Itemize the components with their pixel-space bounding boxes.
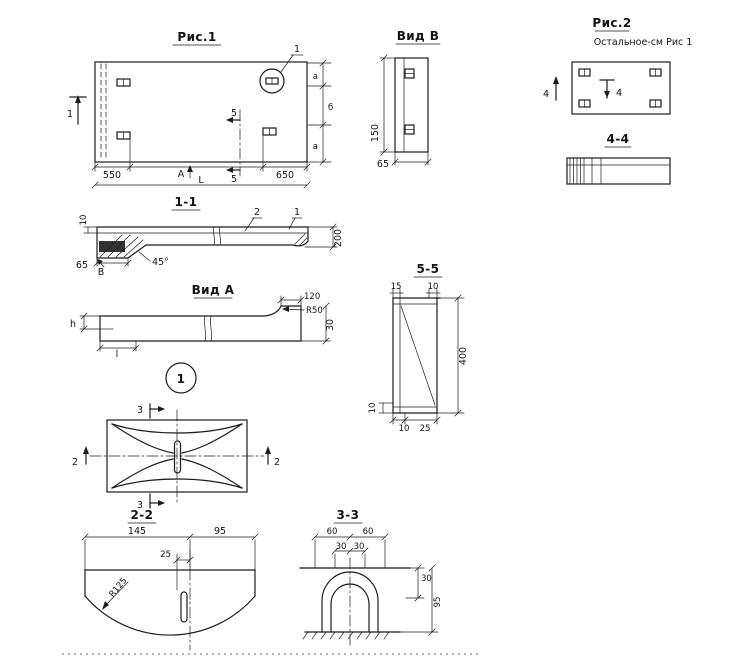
section-1-1-angle-45: 45° xyxy=(152,257,169,268)
detail-callout-label: 1 xyxy=(177,372,186,386)
section-2-2-slot xyxy=(180,591,188,623)
section-1-1-title: 1-1 xyxy=(175,195,198,209)
fig1-view-arrow-A: A xyxy=(178,169,185,180)
fig2-marker4-right: 4 xyxy=(616,88,622,99)
fig2-plan: Рис.2 Остальное-см Рис 1 4 4 xyxy=(543,16,693,115)
fig2-title: Рис.2 xyxy=(592,16,631,30)
view-b-dim-150: 150 xyxy=(370,124,381,142)
fig1-section5-top: 5 xyxy=(231,108,237,119)
section-5-5-dim-15: 15 xyxy=(391,282,402,292)
fig2-subtitle: Остальное-см Рис 1 xyxy=(594,37,693,48)
section-4-4-outline xyxy=(566,157,671,185)
fig2-outline xyxy=(571,61,671,115)
section-2-2-title: 2-2 xyxy=(131,508,154,522)
view-a-outline xyxy=(99,305,302,342)
section-1-1-dim-65: 65 xyxy=(76,260,88,271)
section-1-1-view-B-arrow: В xyxy=(98,267,105,278)
section-3-3-title: 3-3 xyxy=(337,508,360,522)
fig1-dim-650: 650 xyxy=(276,170,294,181)
section-5-5-dim-10-bottom: 10 xyxy=(399,424,410,434)
fig1-callout-label: 1 xyxy=(294,44,300,55)
view-a-title: Вид А xyxy=(192,283,235,297)
view-a-dim-h: h xyxy=(70,319,76,330)
fig1-plan: Рис.1 1 5 5 1 5 xyxy=(67,30,333,189)
view-b-title: Вид В xyxy=(397,29,440,43)
section-3-3-dim-30-side: 30 xyxy=(421,574,432,584)
view-a: Вид А 120 R50 h l 30 xyxy=(70,283,336,360)
detail-marker-2-right: 2 xyxy=(274,457,280,468)
detail-callout-circle xyxy=(259,68,285,94)
section-3-3-dim-60-right: 60 xyxy=(363,527,374,537)
fig1-dim-a-bottom: а xyxy=(313,142,318,152)
detail-marker-2-left: 2 xyxy=(72,457,78,468)
section-2-2-dim-25: 25 xyxy=(160,550,171,560)
section-1-1-outline xyxy=(96,226,309,259)
section-1-1: 1-1 2 1 10 65 В 45° xyxy=(76,195,344,278)
view-b-outline xyxy=(394,57,429,153)
section-1-1-dim-200: 200 xyxy=(333,229,344,247)
section-5-5-dim-10-left: 10 xyxy=(368,403,378,414)
section-1-1-ref-1: 1 xyxy=(294,207,300,218)
section-5-5-dim-25: 25 xyxy=(420,424,431,434)
fig1-view-marker-left: 1 xyxy=(67,109,73,120)
fig1-section5-bottom: 5 xyxy=(231,174,237,185)
section-5-5-dim-10-top: 10 xyxy=(428,282,439,292)
section-3-3-dim-30-left: 30 xyxy=(336,542,347,552)
section-1-1-ref-2: 2 xyxy=(254,207,260,218)
view-b: Вид В 150 65 xyxy=(370,29,441,170)
section-3-3-dim-60-left: 60 xyxy=(327,527,338,537)
view-a-dim-l: l xyxy=(116,349,119,360)
section-4-4-title: 4-4 xyxy=(607,132,630,146)
section-2-2-dim-95: 95 xyxy=(214,526,226,537)
section-2-2-dim-145: 145 xyxy=(128,526,146,537)
detail-marker-3-top: 3 xyxy=(137,405,143,416)
fig1-length-label: L xyxy=(198,175,204,186)
fig1-dim-b: б xyxy=(328,103,333,113)
section-3-3-dim-95: 95 xyxy=(433,597,443,608)
view-b-dim-65: 65 xyxy=(377,159,389,170)
section-1-1-dim-10: 10 xyxy=(79,215,89,226)
fig1-dim-a-top: а xyxy=(313,72,318,82)
section-5-5-dim-400: 400 xyxy=(458,347,469,365)
detail-callout: 1 xyxy=(165,362,197,394)
fig1-outline xyxy=(94,61,308,163)
view-a-radius-R50: R50 xyxy=(306,306,323,316)
section-2-2-arc xyxy=(84,595,256,636)
view-a-dim-120: 120 xyxy=(304,292,320,302)
detail-plan: 3 3 2 2 xyxy=(72,403,280,511)
view-a-dim-30: 30 xyxy=(325,319,336,331)
fig1-title: Рис.1 xyxy=(177,30,216,44)
section-3-3: 3-3 60 60 30 30 xyxy=(299,508,443,646)
fig1-dim-550: 550 xyxy=(103,170,121,181)
section-2-2: 2-2 145 95 25 R125 xyxy=(81,508,259,651)
fig2-marker4-left: 4 xyxy=(543,89,549,100)
section-5-5: 5-5 15 10 400 10 xyxy=(368,262,469,434)
section-3-3-dim-30-right: 30 xyxy=(354,542,365,552)
section-2-2-radius-R125: R125 xyxy=(108,576,130,599)
section-4-4: 4-4 xyxy=(566,132,671,185)
detail-slot xyxy=(173,440,182,474)
section-5-5-title: 5-5 xyxy=(417,262,440,276)
detail-marker-3-bottom: 3 xyxy=(137,500,143,511)
